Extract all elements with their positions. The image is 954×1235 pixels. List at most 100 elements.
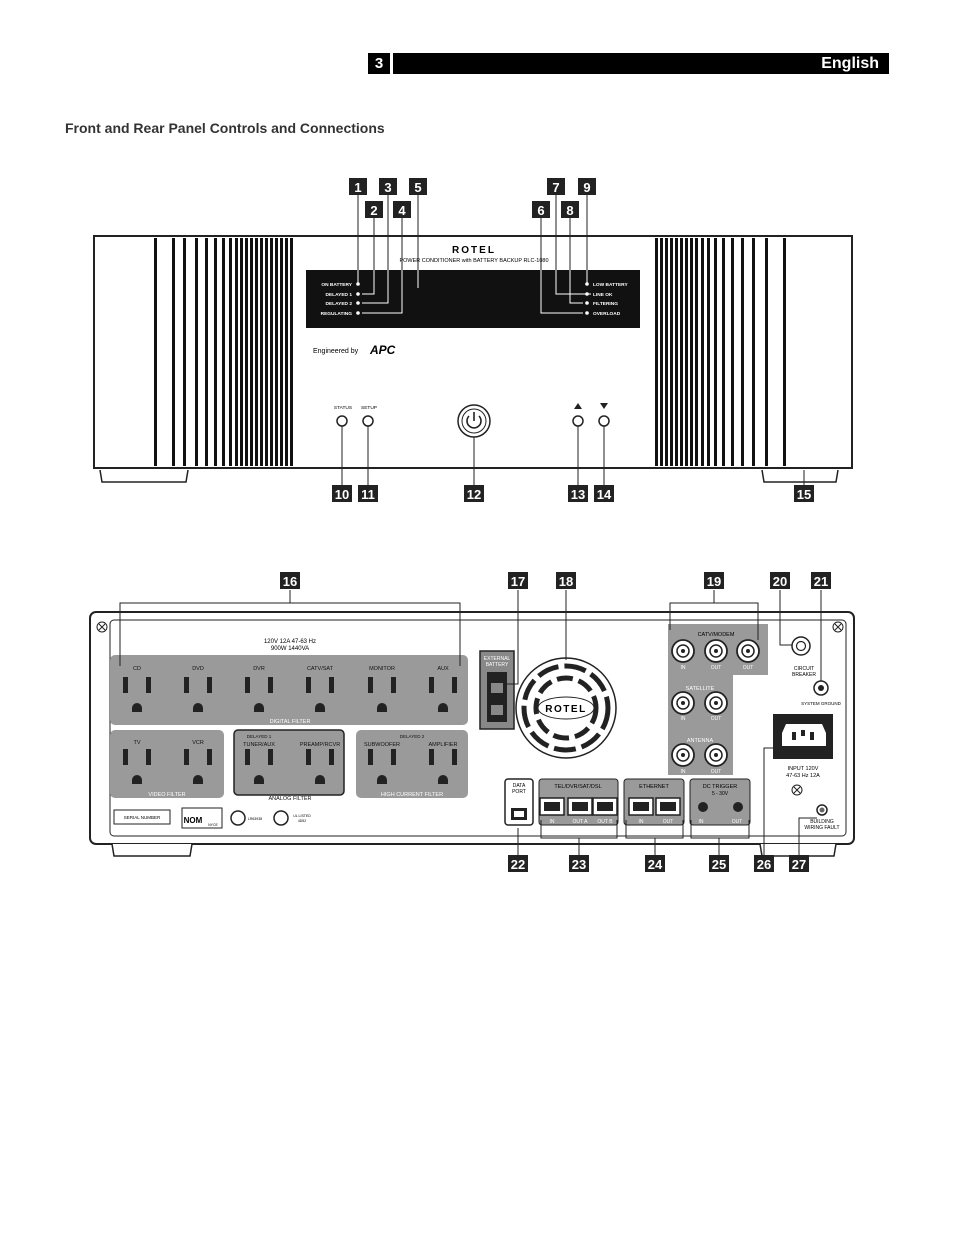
- data-port-label1: DATA: [513, 783, 526, 789]
- antenna-label: ANTENNA: [687, 738, 714, 744]
- callout-14: 14: [597, 487, 612, 502]
- setup-label: SETUP: [361, 405, 377, 411]
- tel-out-a-jack[interactable]: [567, 797, 593, 816]
- outlet-label-preamp-rcvr: PREAMP/RCVR: [300, 742, 340, 748]
- satellite-out-jack[interactable]: [704, 691, 728, 715]
- power-icon: [466, 415, 482, 429]
- callout-19: 19: [707, 574, 721, 589]
- dc-trigger-label: DC TRIGGER: [703, 784, 737, 790]
- ethernet-out-label: OUT: [663, 819, 674, 825]
- down-button[interactable]: [598, 415, 610, 427]
- indicator-on-battery: ON BATTERY: [321, 282, 352, 288]
- nom-text: NOM: [184, 816, 203, 825]
- ul-text2: 4D52: [298, 819, 306, 823]
- fan-brand: ROTEL: [545, 704, 586, 715]
- outlet-label-tv: TV: [133, 740, 140, 746]
- high-current-filter-label: HIGH CURRENT FILTER: [381, 792, 443, 798]
- tel-out-a-label: OUT A: [573, 819, 589, 825]
- ethernet-in-label: IN: [639, 819, 644, 825]
- rear-panel: 120V 12A 47-63 Hz 900W 1440VA CD DVD DVR…: [89, 572, 855, 872]
- catv-in-jack[interactable]: [671, 639, 695, 663]
- ul-text1: UL LISTED: [293, 814, 311, 818]
- csa-text: LR63938: [248, 817, 262, 821]
- ethernet-in-jack[interactable]: [628, 797, 654, 816]
- front-brand: ROTEL: [452, 245, 496, 256]
- digital-filter-label: DIGITAL FILTER: [270, 719, 311, 725]
- antenna-out-jack[interactable]: [704, 743, 728, 767]
- up-button[interactable]: [572, 415, 584, 427]
- power-button[interactable]: [457, 404, 491, 438]
- nom-logo: [181, 807, 223, 829]
- antenna-out-label: OUT: [711, 769, 722, 775]
- tel-in-label: IN: [550, 819, 555, 825]
- building-label1: BUILDING: [810, 819, 834, 825]
- up-arrow-icon: [574, 403, 582, 409]
- outlet-label-aux: AUX: [437, 666, 449, 672]
- outlet-label-amplifier: AMPLIFIER: [428, 742, 457, 748]
- data-port-label2: PORT: [512, 789, 526, 795]
- callout-11: 11: [361, 487, 375, 502]
- cooling-fan: ROTEL: [515, 657, 617, 759]
- callout-7: 7: [552, 180, 559, 195]
- callout-5: 5: [414, 180, 421, 195]
- catv-modem-label: CATV/MODEM: [698, 632, 735, 638]
- status-button[interactable]: [336, 415, 348, 427]
- delayed2-label: DELAYED 2: [400, 734, 425, 739]
- rating-line1: 120V 12A 47-63 Hz: [264, 639, 316, 645]
- tel-in-jack[interactable]: [539, 797, 565, 816]
- callout-22: 22: [511, 857, 525, 872]
- outlet-label-tuner-aux: TUNER/AUX: [243, 742, 275, 748]
- callout-27: 27: [792, 857, 806, 872]
- digital-filter-bank: [110, 655, 468, 725]
- catv-out1-label: OUT: [711, 665, 722, 671]
- catv-out1-jack[interactable]: [704, 639, 728, 663]
- engineered-by: Engineered by: [313, 348, 359, 355]
- callout-23: 23: [572, 857, 586, 872]
- serial-number-box: [113, 809, 171, 825]
- indicator-filtering: FILTERING: [593, 301, 618, 307]
- model-line: POWER CONDITIONER with BATTERY BACKUP RL…: [399, 258, 548, 264]
- apc-logo: APC: [369, 343, 396, 357]
- dc-trigger-section: [689, 778, 751, 826]
- callout-17: 17: [511, 574, 525, 589]
- outlet-label-dvr: DVR: [253, 666, 265, 672]
- satellite-out-label: OUT: [711, 716, 722, 722]
- outlet-label-monitor: MONITOR: [369, 666, 395, 672]
- callout-12: 12: [467, 487, 481, 502]
- circuit-breaker-label1: CIRCUIT: [794, 666, 814, 672]
- ethernet-out-jack[interactable]: [655, 797, 681, 816]
- rating-line2: 900W 1440VA: [271, 646, 309, 652]
- callout-13: 13: [571, 487, 585, 502]
- dc-trigger-out-jack[interactable]: [733, 802, 743, 812]
- left-heatsink: [154, 238, 293, 466]
- callout-25: 25: [712, 857, 726, 872]
- tel-label: TEL/DVR/SAT/DSL: [554, 784, 601, 790]
- tel-out-b-jack[interactable]: [592, 797, 618, 816]
- callout-15: 15: [797, 487, 811, 502]
- antenna-in-jack[interactable]: [671, 743, 695, 767]
- satellite-in-jack[interactable]: [671, 691, 695, 715]
- callout-26: 26: [757, 857, 771, 872]
- indicator-line-ok: LINE OK: [593, 292, 613, 298]
- catv-out2-jack[interactable]: [736, 639, 760, 663]
- callout-2: 2: [370, 203, 377, 218]
- section-title: Front and Rear Panel Controls and Connec…: [65, 120, 385, 136]
- analog-filter-label: ANALOG FILTER: [269, 796, 312, 802]
- callout-3: 3: [384, 180, 391, 195]
- front-display: [306, 270, 640, 328]
- catv-in-label: IN: [681, 665, 686, 671]
- setup-button[interactable]: [362, 415, 374, 427]
- front-panel: ROTEL POWER CONDITIONER with BATTERY BAC…: [93, 178, 853, 502]
- language-label: English: [821, 54, 879, 72]
- status-label: STATUS: [334, 405, 352, 411]
- input-label1: INPUT 120V: [788, 766, 819, 772]
- outlet-label-dvd: DVD: [192, 666, 204, 672]
- dc-trigger-in-jack[interactable]: [698, 802, 708, 812]
- dc-range-label: 5 - 30V: [712, 791, 729, 797]
- outlet-label-subwoofer: SUBWOOFER: [364, 742, 400, 748]
- callout-18: 18: [559, 574, 573, 589]
- input-label2: 47-63 Hz 12A: [786, 773, 820, 779]
- callout-10: 10: [335, 487, 349, 502]
- down-arrow-icon: [600, 403, 608, 409]
